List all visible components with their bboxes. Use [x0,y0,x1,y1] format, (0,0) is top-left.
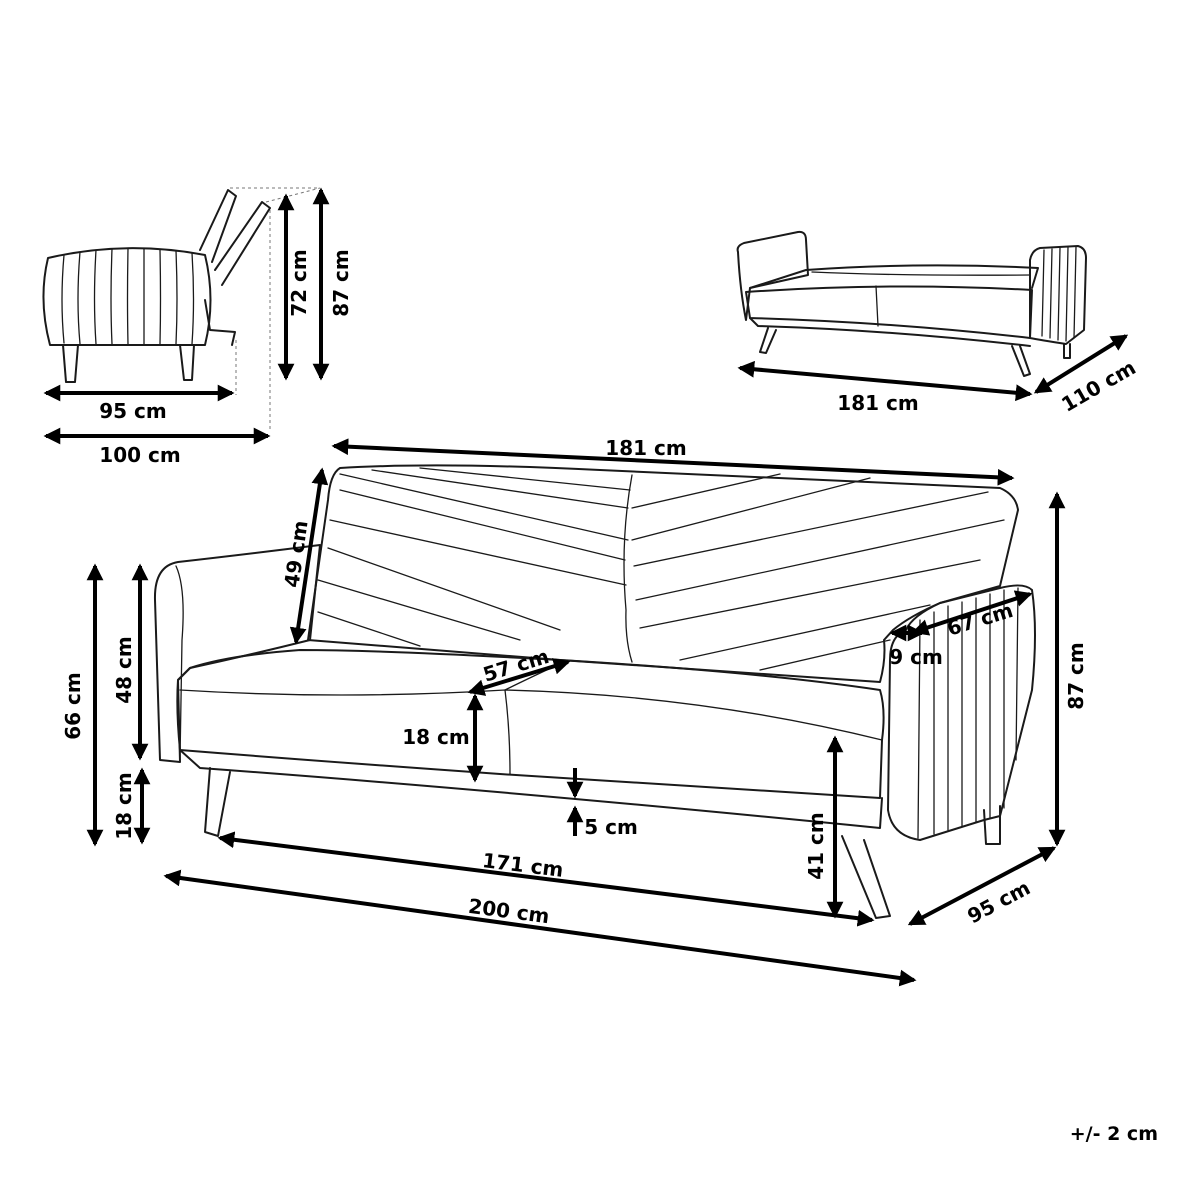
bed-view-width-arrow [1033,334,1129,394]
front-leg-height-label: 18 cm [112,772,136,840]
front-backrest-height-label: 49 cm [279,519,312,589]
bed-view-length-arrow [737,360,1033,402]
bed-view-width-label: 110 cm [1057,355,1140,416]
front-cushion-depth-label: 57 cm [480,644,552,687]
side-view: 95 cm 100 cm 72 cm 87 cm [42,187,353,467]
tolerance-note: +/- 2 cm [1070,1123,1158,1145]
front-total-width-label: 200 cm [467,894,551,928]
side-view-total-depth-label: 100 cm [99,443,180,467]
front-total-depth-arrow [907,846,1057,926]
front-total-depth-label: 95 cm [963,875,1034,928]
front-armrest-length-arrow [911,590,1033,636]
front-cushion-depth-arrow [467,658,571,696]
side-view-seat-depth-label: 95 cm [99,399,167,423]
side-view-backrest-height-label: 72 cm [287,249,311,317]
front-cushion-thickness-label: 18 cm [402,725,470,749]
front-backrest-width-arrow [331,438,1015,486]
front-total-height-label: 87 cm [1064,642,1088,710]
front-frame-gap-label: 5 cm [584,815,638,839]
bed-view-length-label: 181 cm [837,391,918,415]
front-armrest-width-label: 9 cm [889,645,943,669]
side-view-total-height-label: 87 cm [329,249,353,317]
side-view-sofa-outline [42,187,321,432]
front-view: 181 cm 49 cm 66 cm 48 cm 18 cm 57 cm 18 … [61,436,1088,987]
front-seat-width-label: 171 cm [481,848,565,882]
bed-view-sofa-outline [736,230,1087,377]
front-total-width-arrow [163,869,917,987]
front-armrest-length-label: 67 cm [944,598,1016,641]
front-seat-to-floor-label: 48 cm [112,636,136,704]
front-backrest-height-arrow [289,467,329,645]
front-seat-height-label: 41 cm [804,812,828,880]
front-backrest-width-label: 181 cm [605,436,686,460]
bed-view: 181 cm 110 cm [736,230,1140,417]
front-armrest-height-label: 66 cm [61,672,85,740]
front-view-sofa-outline [153,464,1036,919]
